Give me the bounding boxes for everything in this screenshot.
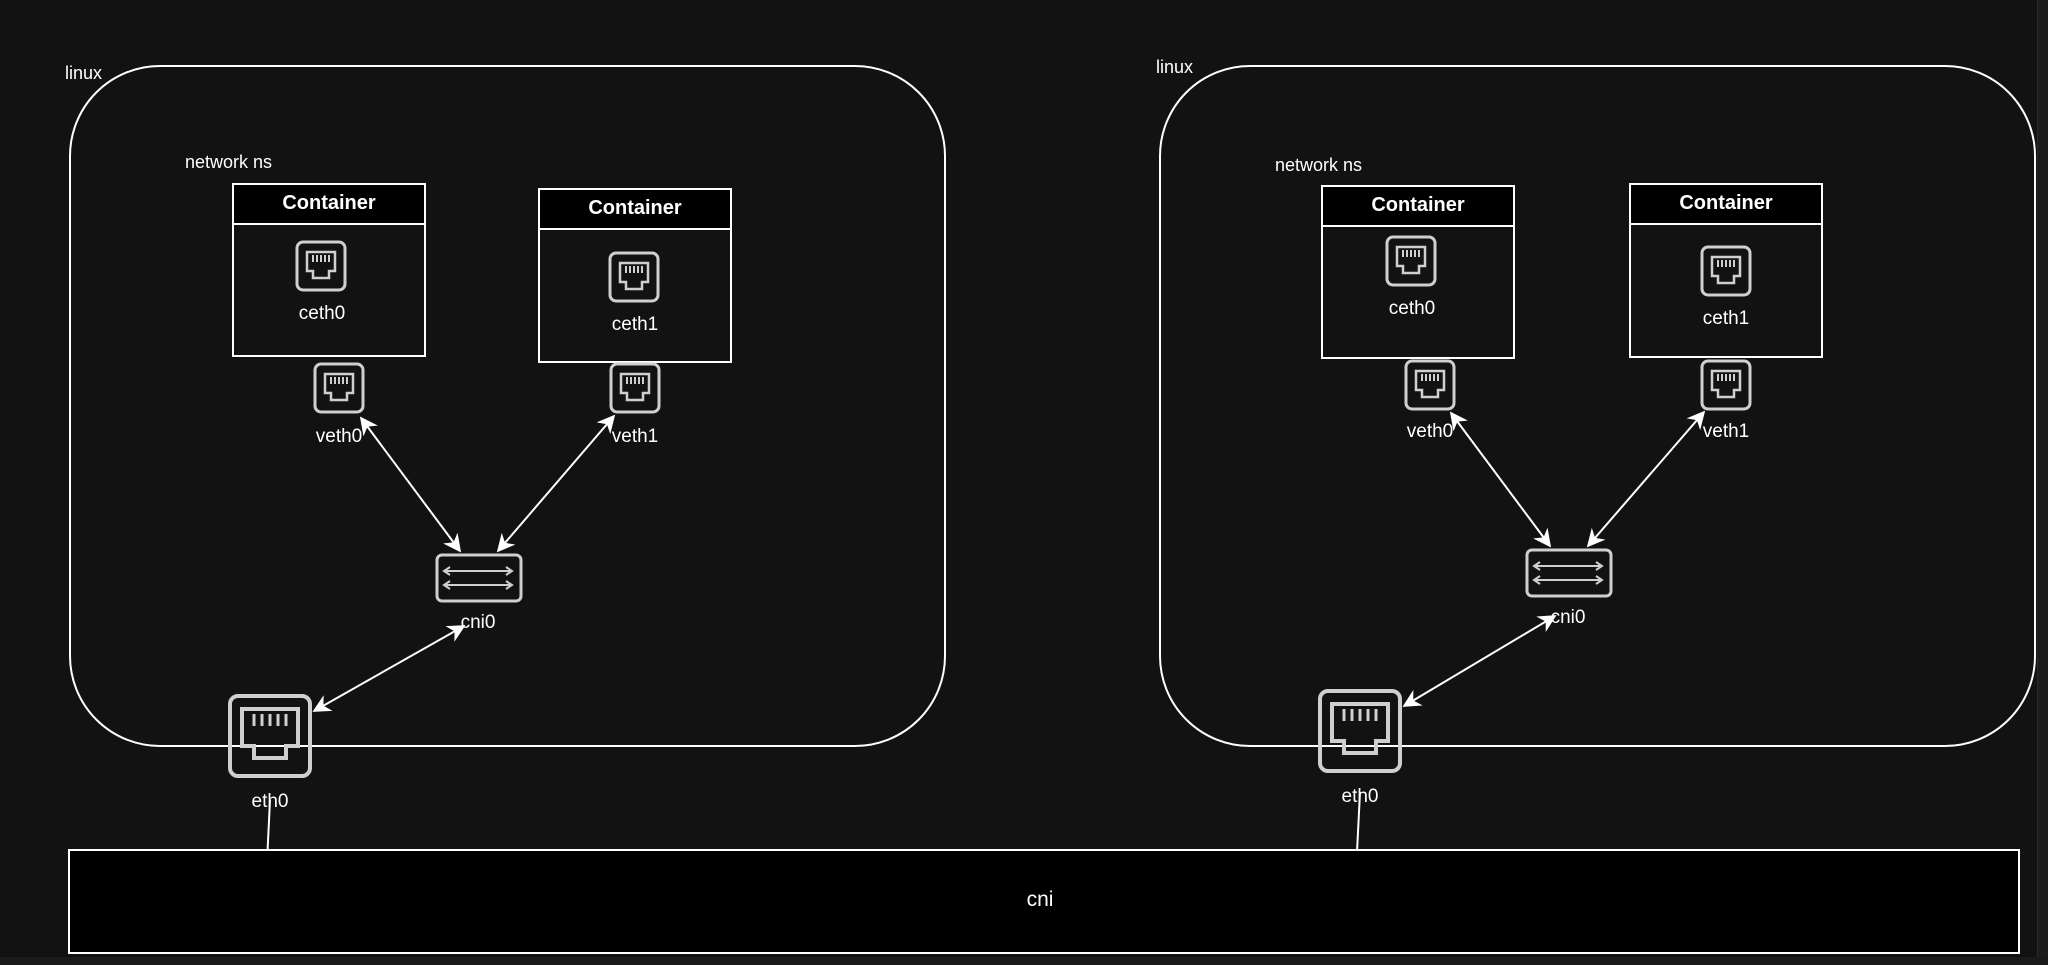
host-2-network-ns-label: network ns <box>1275 155 1363 175</box>
host-2-veth1-bridge-link <box>1586 410 1706 548</box>
host-1-network-ns-label: network ns <box>185 152 273 172</box>
container-header <box>1629 183 1823 225</box>
host-1-veth1-port-icon <box>609 362 661 414</box>
host-1-container-2 <box>538 188 732 363</box>
host-1-bridge-eth0-link <box>312 625 466 712</box>
host-1-label: linux <box>65 63 103 83</box>
container-header <box>232 183 426 225</box>
host-1-veth0-port-icon <box>313 362 365 414</box>
right-scrollbar-edge[interactable] <box>2037 0 2048 965</box>
host-2-ceth1-label: ceth1 <box>1702 308 1750 329</box>
host-2-cni0-bridge-icon <box>1525 548 1613 598</box>
host-2-bridge-eth0-link <box>1402 615 1557 707</box>
host-2-veth1-label: veth1 <box>1702 421 1750 442</box>
cni-bar <box>68 849 2020 954</box>
host-1-boundary <box>69 65 946 747</box>
bottom-edge <box>0 957 2048 965</box>
host-2-veth0-bridge-link <box>1449 411 1552 548</box>
container-header <box>1321 185 1515 227</box>
host-1-container-1-title: Container <box>282 192 376 214</box>
host-2-eth0-port-icon <box>1318 689 1402 773</box>
host-1-cni0-bridge-icon <box>435 553 523 603</box>
host-2-veth1-port-icon <box>1700 359 1752 411</box>
host-2-container-1 <box>1321 185 1515 359</box>
host-2-ceth0-label: ceth0 <box>1388 298 1436 319</box>
host-2-cni0-label: cni0 <box>1550 607 1586 628</box>
host-1-eth0-label: eth0 <box>251 791 289 812</box>
host-1-ceth1-label: ceth1 <box>611 314 659 335</box>
host-2-container-2 <box>1629 183 1823 358</box>
host-1-veth0-bridge-link <box>359 416 462 553</box>
host-2-label: linux <box>1156 57 1194 77</box>
host-1-eth0-port-icon <box>228 694 312 778</box>
host-1-veth1-bridge-link <box>496 414 616 553</box>
host-1-cni0-label: cni0 <box>460 612 496 633</box>
host-2-container-2-title: Container <box>1679 192 1773 214</box>
container-header <box>538 188 732 230</box>
host-2-veth0-port-icon <box>1404 359 1456 411</box>
host-1-veth0-label: veth0 <box>315 426 363 447</box>
host-2-container-1-title: Container <box>1371 194 1465 216</box>
host-2-boundary <box>1159 65 2036 747</box>
host-2-eth0-cni-link <box>1356 791 1361 853</box>
host-1-veth1-label: veth1 <box>611 426 659 447</box>
host-2-veth0-label: veth0 <box>1406 421 1454 442</box>
host-1-container-2-title: Container <box>588 197 682 219</box>
host-1-container-1 <box>232 183 426 357</box>
host-1-ceth0-label: ceth0 <box>298 303 346 324</box>
host-2-eth0-label: eth0 <box>1341 786 1379 807</box>
cni-bar-label: cni <box>1026 888 1054 911</box>
